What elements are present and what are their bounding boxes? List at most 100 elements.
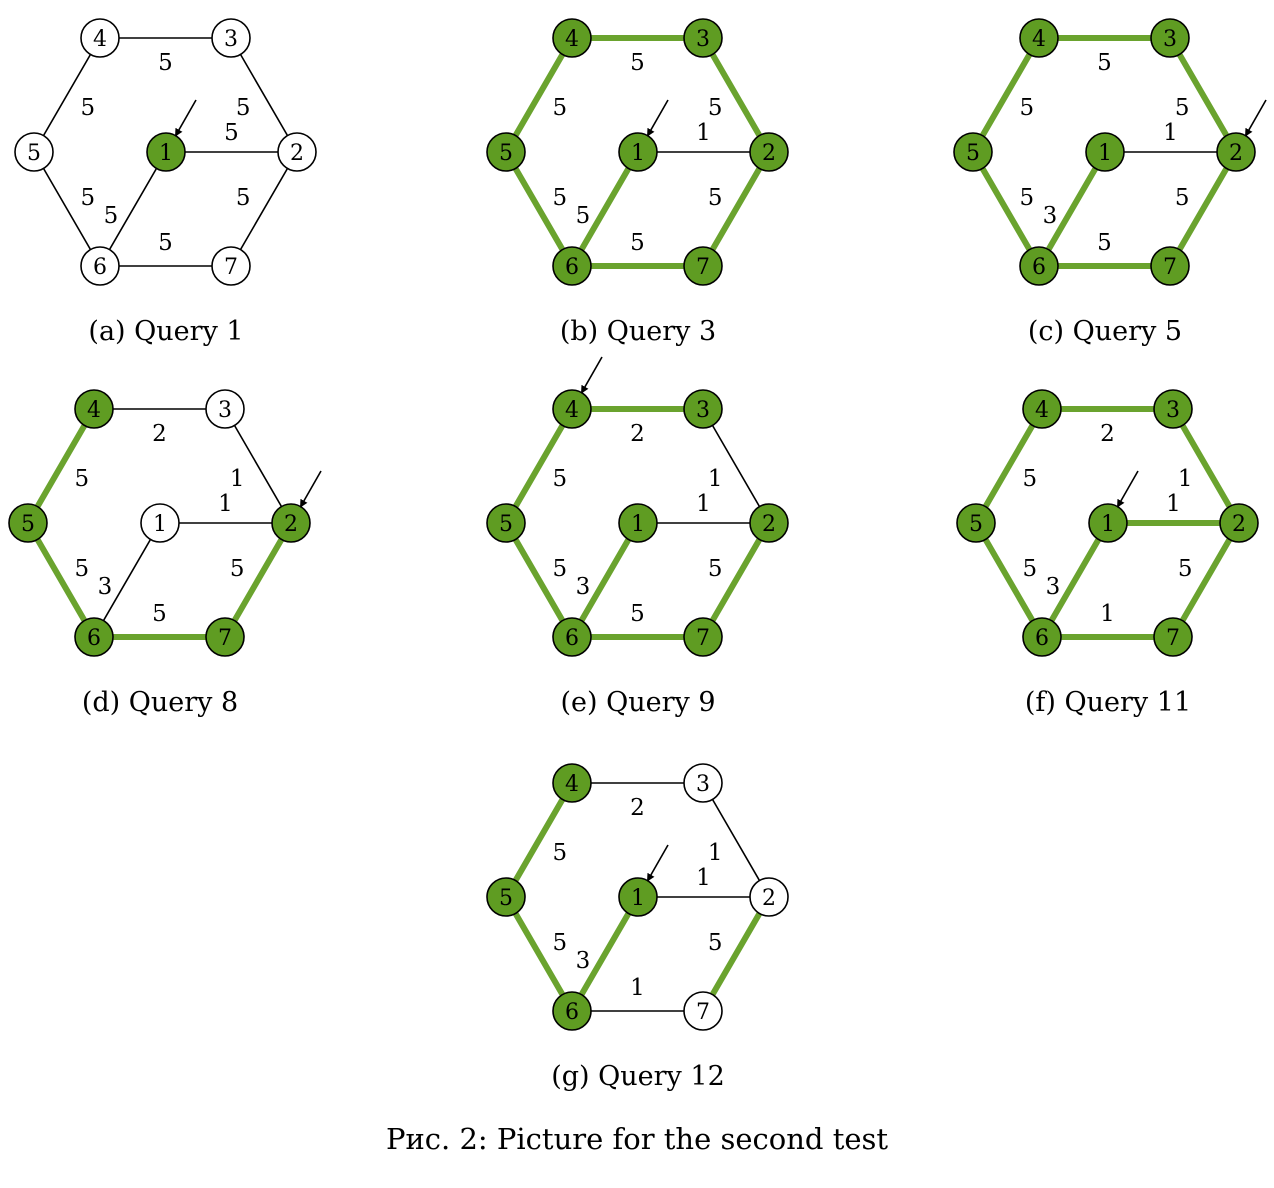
edge-weight-label: 1 xyxy=(696,120,711,146)
edge-weight-label: 5 xyxy=(74,466,89,492)
edge-weight-label: 3 xyxy=(576,574,591,600)
node-4 xyxy=(552,389,592,429)
edge-weight-label: 2 xyxy=(1100,421,1115,447)
panel-caption: (a) Query 1 xyxy=(88,316,243,347)
edge-3-2 xyxy=(702,782,770,898)
node-3 xyxy=(1153,389,1193,429)
edge-5-4 xyxy=(25,406,97,526)
edge-6-5 xyxy=(25,520,97,640)
edge-6-5 xyxy=(973,520,1045,640)
edge-6-5 xyxy=(503,520,575,640)
node-label: 1 xyxy=(631,886,645,911)
edge-weight-label: 3 xyxy=(1046,574,1061,600)
edge-weight-label: 5 xyxy=(236,95,251,121)
node-label: 6 xyxy=(87,626,101,651)
node-3 xyxy=(205,389,245,429)
node-label: 4 xyxy=(87,398,101,423)
node-label: 5 xyxy=(499,141,513,166)
node-label: 5 xyxy=(499,512,513,537)
node-label: 6 xyxy=(1032,255,1046,280)
node-2 xyxy=(749,877,789,917)
node-label: 4 xyxy=(565,772,579,797)
node-5 xyxy=(956,503,996,543)
node-2 xyxy=(749,132,789,172)
node-label: 5 xyxy=(27,141,41,166)
edge-weight-label: 5 xyxy=(552,466,567,492)
edge-weight-label: 1 xyxy=(696,865,711,891)
arrow-pointer-icon xyxy=(647,99,669,137)
edge-weight-label: 5 xyxy=(552,185,567,211)
node-label: 3 xyxy=(218,398,232,423)
panel-caption: (b) Query 3 xyxy=(560,316,716,347)
node-7 xyxy=(1153,617,1193,657)
node-4 xyxy=(80,18,120,58)
edge-weight-label: 1 xyxy=(1166,491,1181,517)
node-label: 1 xyxy=(159,141,173,166)
node-label: 2 xyxy=(762,512,776,537)
node-3 xyxy=(683,18,723,58)
arrow-pointer-icon xyxy=(175,99,197,137)
node-label: 3 xyxy=(224,27,238,52)
edge-2-7 xyxy=(1170,520,1242,640)
node-2 xyxy=(277,132,317,172)
node-6 xyxy=(552,991,592,1031)
edge-3-2 xyxy=(1167,35,1239,155)
edge-weight-label: 2 xyxy=(630,421,645,447)
edge-weight-label: 2 xyxy=(152,421,167,447)
node-label: 1 xyxy=(631,141,645,166)
node-6 xyxy=(74,617,114,657)
edge-weight-label: 5 xyxy=(1175,95,1190,121)
node-label: 1 xyxy=(631,512,645,537)
edge-weight-label: 1 xyxy=(708,840,723,866)
node-5 xyxy=(953,132,993,172)
node-5 xyxy=(486,877,526,917)
edge-weight-label: 5 xyxy=(630,601,645,627)
edge-weight-label: 5 xyxy=(552,930,567,956)
node-2 xyxy=(271,503,311,543)
edge-weight-label: 5 xyxy=(708,930,723,956)
node-label: 4 xyxy=(565,398,579,423)
node-1 xyxy=(618,132,658,172)
edge-weight-label: 5 xyxy=(552,95,567,121)
edge-weight-label: 5 xyxy=(708,556,723,582)
panel-caption: (g) Query 12 xyxy=(551,1061,725,1092)
node-label: 3 xyxy=(1166,398,1180,423)
node-7 xyxy=(683,991,723,1031)
edge-weight-label: 5 xyxy=(1019,95,1034,121)
node-label: 2 xyxy=(1232,512,1246,537)
edge-weight-label: 1 xyxy=(1178,466,1193,492)
edge-weight-label: 5 xyxy=(630,50,645,76)
node-6 xyxy=(1022,617,1062,657)
edge-weight-label: 5 xyxy=(80,95,95,121)
node-2 xyxy=(749,503,789,543)
node-label: 7 xyxy=(1166,626,1180,651)
node-7 xyxy=(205,617,245,657)
edge-1-6 xyxy=(93,522,161,638)
node-4 xyxy=(552,18,592,58)
edge-weight-label: 5 xyxy=(552,840,567,866)
node-label: 1 xyxy=(1098,141,1112,166)
panel-caption: (d) Query 8 xyxy=(82,687,238,718)
node-7 xyxy=(1150,246,1190,286)
node-label: 4 xyxy=(565,27,579,52)
node-label: 1 xyxy=(153,512,167,537)
edge-5-4 xyxy=(503,406,575,526)
node-label: 7 xyxy=(696,1000,710,1025)
node-6 xyxy=(552,617,592,657)
node-label: 6 xyxy=(93,255,107,280)
edge-weight-label: 5 xyxy=(152,601,167,627)
node-3 xyxy=(683,763,723,803)
node-6 xyxy=(80,246,120,286)
node-label: 5 xyxy=(499,886,513,911)
edge-weight-label: 5 xyxy=(158,230,173,256)
edge-6-5 xyxy=(503,894,575,1014)
node-label: 5 xyxy=(969,512,983,537)
edge-weight-label: 3 xyxy=(98,574,113,600)
edge-2-7 xyxy=(230,151,298,267)
